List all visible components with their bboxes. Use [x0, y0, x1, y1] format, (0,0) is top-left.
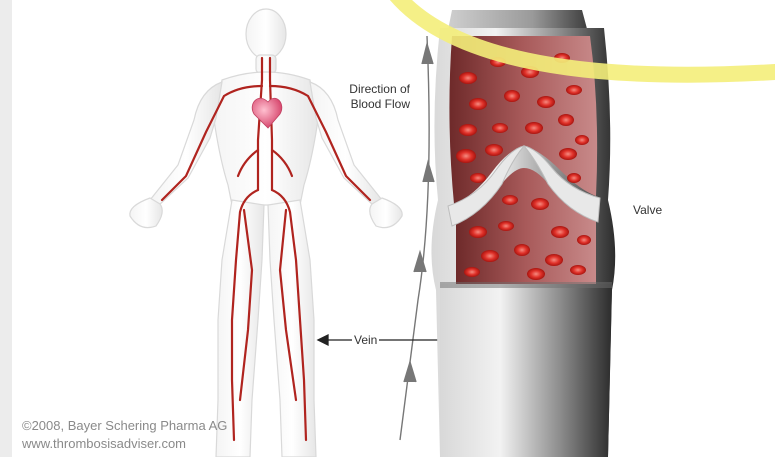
vein-tube-lower — [440, 284, 612, 457]
direction-of-blood-flow-label: Direction of Blood Flow — [318, 82, 410, 112]
direction-label-line1: Direction of — [318, 82, 410, 97]
source-url: www.thrombosisadviser.com — [22, 436, 186, 451]
direction-label-line2: Blood Flow — [318, 97, 410, 112]
copyright-credit: ©2008, Bayer Schering Pharma AG — [22, 418, 227, 433]
head — [246, 9, 286, 59]
neck — [256, 55, 276, 73]
vein-label: Vein — [352, 333, 379, 348]
valve-label: Valve — [633, 203, 662, 218]
